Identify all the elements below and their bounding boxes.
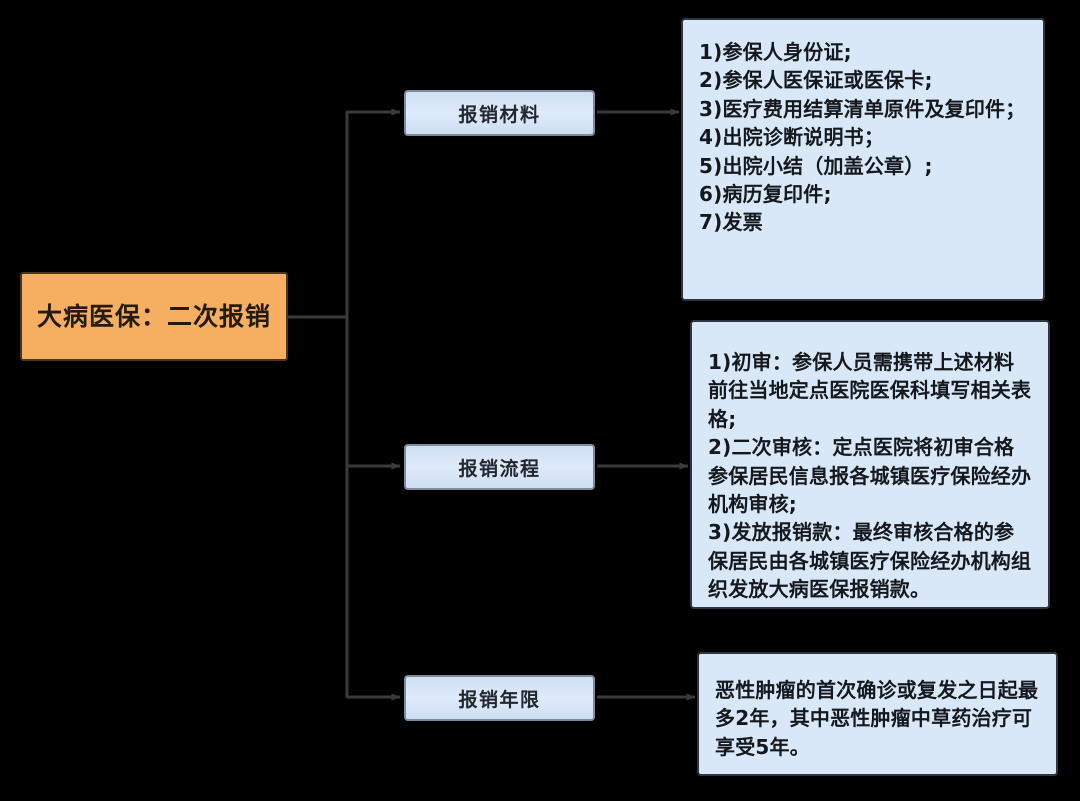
branch-node-materials-label: 报销材料	[458, 103, 541, 126]
content-box-materials-text: 1)参保人身份证; 2)参保人医保证或医保卡; 3)医疗费用结算清单原件及复印件…	[699, 40, 1026, 235]
branch-node-process-label: 报销流程	[458, 457, 541, 480]
root-node-label: 大病医保：二次报销	[36, 301, 271, 331]
content-box-period[interactable]: 恶性肿瘤的首次确诊或复发之日起最多2年，其中恶性肿瘤中草药治疗可享受5年。	[697, 652, 1058, 776]
root-node[interactable]: 大病医保：二次报销	[20, 272, 288, 361]
branch-node-materials[interactable]: 报销材料	[404, 90, 595, 136]
content-box-materials[interactable]: 1)参保人身份证; 2)参保人医保证或医保卡; 3)医疗费用结算清单原件及复印件…	[681, 18, 1045, 301]
branch-node-process[interactable]: 报销流程	[404, 444, 595, 490]
content-box-process[interactable]: 1)初审：参保人员需携带上述材料前往当地定点医院医保科填写相关表格; 2)二次审…	[690, 320, 1050, 609]
branch-node-period-label: 报销年限	[458, 688, 541, 711]
branch-node-period[interactable]: 报销年限	[404, 675, 595, 721]
content-box-process-text: 1)初审：参保人员需携带上述材料前往当地定点医院医保科填写相关表格; 2)二次审…	[708, 350, 1032, 602]
content-box-period-text: 恶性肿瘤的首次确诊或复发之日起最多2年，其中恶性肿瘤中草药治疗可享受5年。	[715, 678, 1039, 759]
